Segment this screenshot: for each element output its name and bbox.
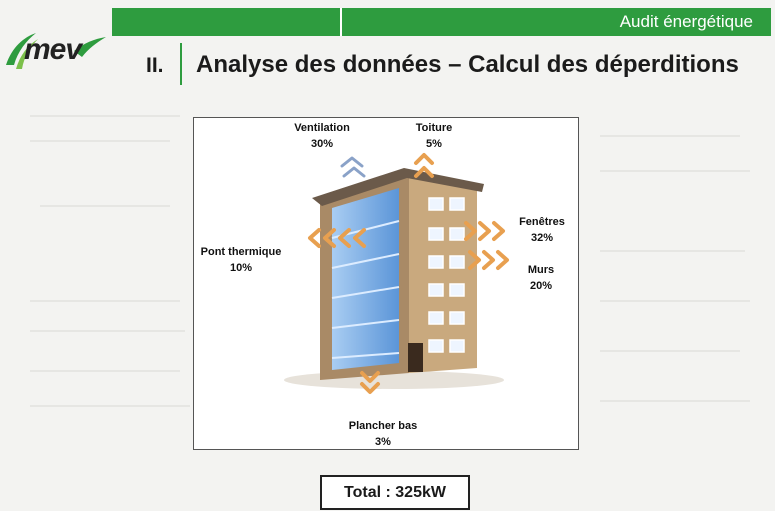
label-murs: Murs 20%: [527, 264, 555, 292]
label-ventilation: Ventilation 30%: [294, 122, 350, 150]
label-fenetres: Fenêtres 32%: [519, 216, 565, 244]
logo-text: mev: [24, 33, 82, 66]
label-toiture: Toiture 5%: [415, 122, 453, 150]
heat-arrows: [308, 153, 509, 394]
total-box: Total : 325kW: [320, 475, 470, 510]
building-illustration: [284, 153, 509, 394]
page-title: Analyse des données – Calcul des déperdi…: [196, 51, 739, 78]
label-pont-thermique: Pont thermique 10%: [200, 246, 282, 274]
mev-logo-icon: [6, 33, 106, 69]
door: [408, 343, 423, 372]
heat-loss-diagram: Ventilation 30% Toiture 5% Fenêtres 32% …: [193, 117, 579, 450]
label-plancher-bas: Plancher bas 3%: [348, 420, 418, 448]
title-divider: [180, 43, 182, 85]
section-number: II.: [146, 54, 164, 77]
section-tag: Audit énergétique: [342, 8, 771, 36]
roof: [312, 168, 484, 206]
header-bar-left: [112, 8, 342, 36]
header-bar: Audit énergétique: [112, 8, 771, 36]
glass-cutaway: [332, 188, 399, 370]
